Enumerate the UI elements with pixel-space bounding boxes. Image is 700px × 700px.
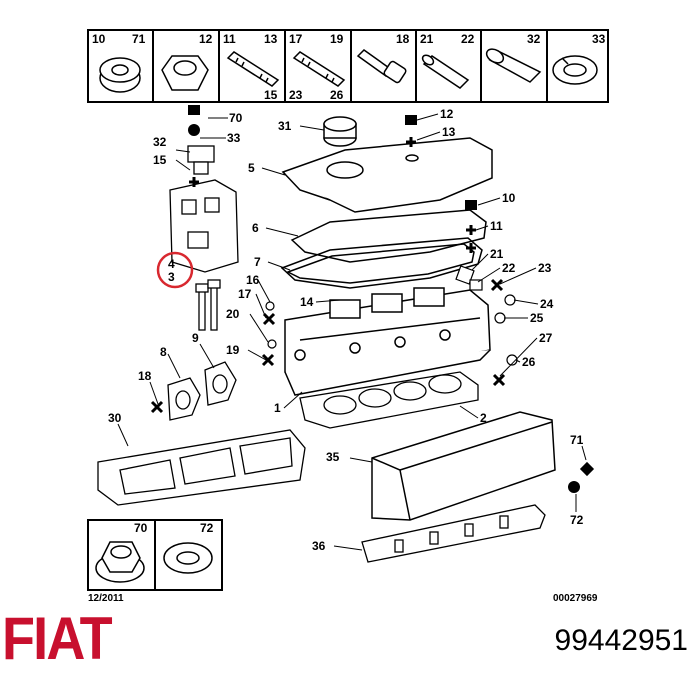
callout-6: 6 <box>252 221 259 235</box>
callout-12: 12 <box>440 107 454 121</box>
callout-13: 13 <box>442 125 456 139</box>
drawing-code: 00027969 <box>553 593 598 604</box>
grid-7-b: 32 <box>527 32 541 46</box>
fuel-rail <box>361 504 546 563</box>
grid-5-b: 18 <box>396 32 410 46</box>
grid-8-b: 33 <box>592 32 606 46</box>
brand-logo: FIAT <box>2 605 113 672</box>
callout-30: 30 <box>108 411 122 425</box>
inset-washer-icon <box>163 542 213 574</box>
highlight-circle <box>156 251 194 289</box>
sleeve-icon <box>485 48 542 83</box>
oil-cap <box>323 116 357 147</box>
callout-17: 17 <box>238 287 252 301</box>
inset-label-70: 70 <box>134 521 148 535</box>
part-number: 99442951 <box>554 624 688 657</box>
grid-1-b: 71 <box>132 32 146 46</box>
callout-20: 20 <box>226 307 240 321</box>
callout-9: 9 <box>192 331 199 345</box>
callout-23: 23 <box>538 261 552 275</box>
callout-24: 24 <box>540 297 554 311</box>
callout-31: 31 <box>278 119 292 133</box>
heat-shield <box>371 411 556 521</box>
callout-70: 70 <box>229 111 243 125</box>
callout-19: 19 <box>226 343 240 357</box>
callout-32: 32 <box>153 135 167 149</box>
seal-symbols <box>188 105 595 493</box>
grid-3-a: 11 <box>223 32 236 46</box>
grid-6-b: 22 <box>461 32 475 46</box>
grid-1-a: 10 <box>92 32 106 46</box>
callout-5: 5 <box>248 161 255 175</box>
leader-lines <box>117 113 587 551</box>
small-gaskets <box>167 361 237 421</box>
callout-labels: 70 33 32 15 12 13 31 5 10 11 6 7 21 22 2… <box>108 107 584 553</box>
callout-25: 25 <box>530 311 544 325</box>
flange-nut-icon <box>99 57 141 93</box>
callout-3: 3 <box>168 270 175 284</box>
hex-nut-icon <box>161 55 209 91</box>
inset-boxes <box>87 519 223 591</box>
callout-26: 26 <box>522 355 536 369</box>
callout-7: 7 <box>254 255 261 269</box>
inset-flange-nut-icon <box>95 541 145 583</box>
callout-1: 1 <box>274 401 281 415</box>
cap-screw-icon <box>356 49 407 84</box>
callout-8: 8 <box>160 345 167 359</box>
inset-label-72: 72 <box>200 521 214 535</box>
callout-21: 21 <box>490 247 504 261</box>
grid-4-c: 23 <box>289 88 303 102</box>
cover-gasket <box>280 209 487 289</box>
grid-4-d: 26 <box>330 88 344 102</box>
cross-markers <box>150 137 506 414</box>
callout-18: 18 <box>138 369 152 383</box>
callout-16: 16 <box>246 273 260 287</box>
thermostat-housing <box>169 179 239 273</box>
grid-3-b: 13 <box>264 32 278 46</box>
lock-washer-icon <box>552 55 598 85</box>
parts-grid <box>87 29 609 103</box>
dowel-pin-icon <box>421 54 470 89</box>
grid-2-b: 12 <box>199 32 213 46</box>
valve-cover <box>281 137 493 213</box>
cylinder-head <box>284 287 491 396</box>
sensor <box>187 145 215 175</box>
callout-72: 72 <box>570 513 584 527</box>
long-bolts <box>195 279 221 331</box>
stud-bolt-icon <box>226 51 280 87</box>
grid-3-c: 15 <box>264 88 278 102</box>
manifold-gasket <box>97 429 306 506</box>
parts-grid-labels: 10 71 12 11 13 15 17 19 23 26 18 21 22 3… <box>92 32 606 102</box>
grid-4-a: 17 <box>289 32 303 46</box>
callout-71: 71 <box>570 433 584 447</box>
date-code: 12/2011 <box>88 593 124 604</box>
callout-27: 27 <box>539 331 553 345</box>
callout-10: 10 <box>502 191 516 205</box>
callout-2: 2 <box>480 411 487 425</box>
stud-icon <box>292 51 346 87</box>
head-gasket <box>299 371 479 429</box>
callout-11: 11 <box>490 219 503 233</box>
grid-4-b: 19 <box>330 32 344 46</box>
small-parts <box>265 265 518 366</box>
callout-35: 35 <box>326 450 340 464</box>
grid-6-a: 21 <box>420 32 434 46</box>
callout-22: 22 <box>502 261 516 275</box>
callout-15: 15 <box>153 153 167 167</box>
callout-14: 14 <box>300 295 314 309</box>
callout-4: 4 <box>168 257 175 271</box>
callout-33: 33 <box>227 131 241 145</box>
callout-36: 36 <box>312 539 326 553</box>
